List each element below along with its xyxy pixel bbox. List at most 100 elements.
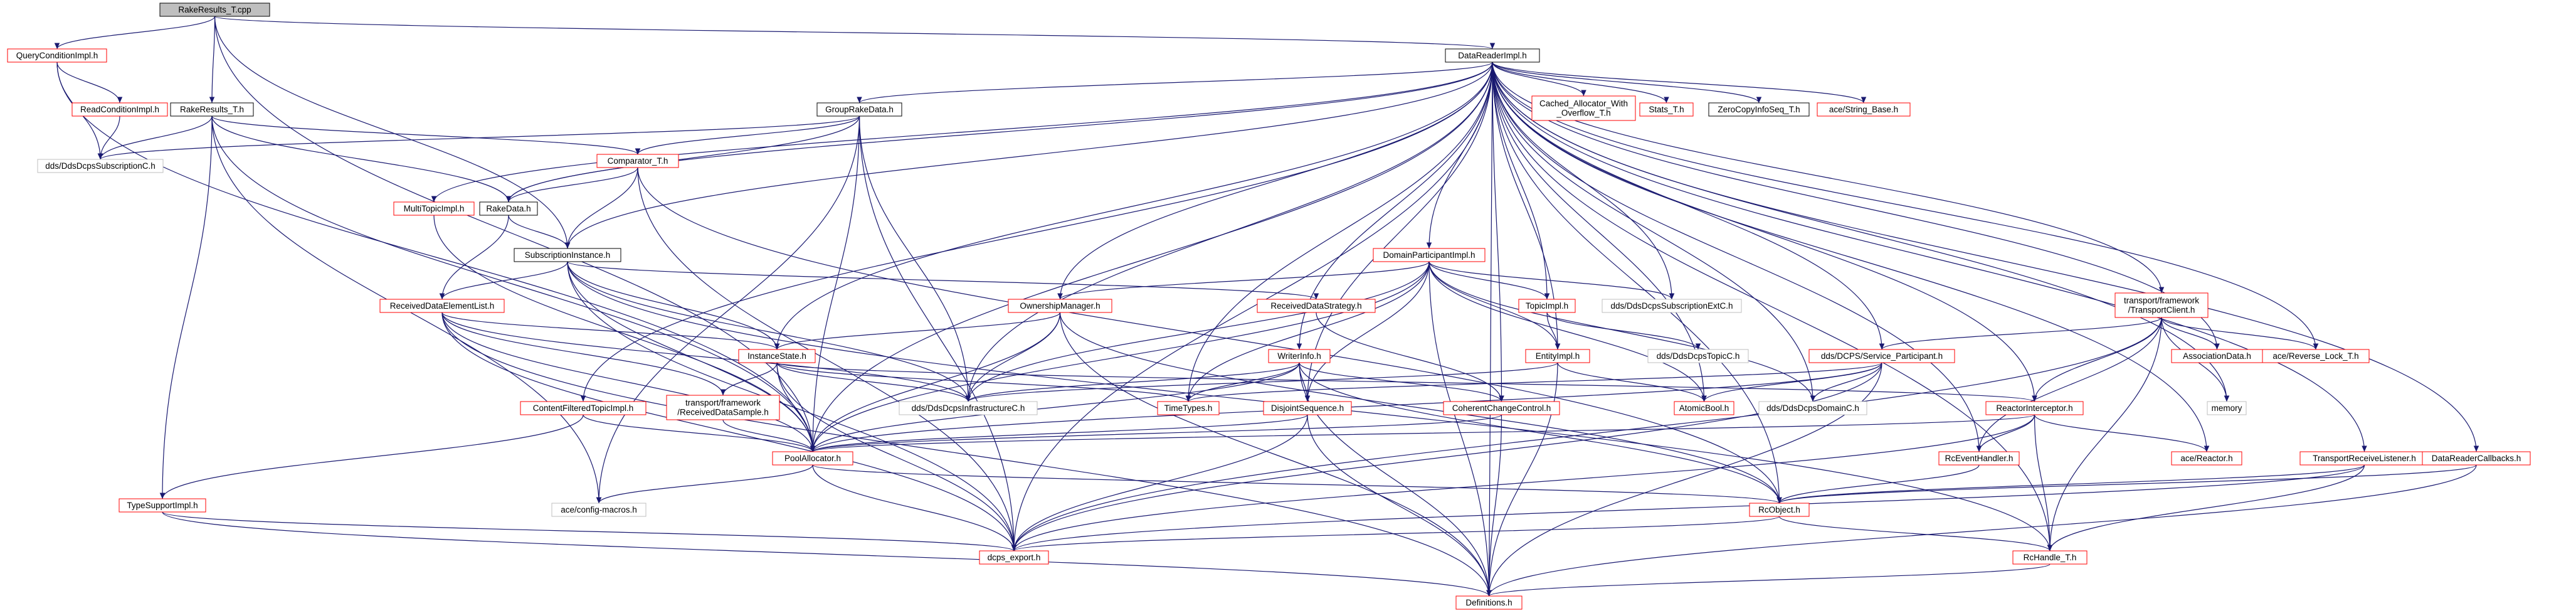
node-instance-state[interactable]: InstanceState.h bbox=[738, 349, 816, 363]
edge-ownership_manager-to-rc_object bbox=[1059, 312, 1782, 504]
node-rc-event-handler[interactable]: RcEventHandler.h bbox=[1938, 451, 2020, 466]
node-dds-infrastructure-c: dds/DdsDcpsInfrastructureC.h bbox=[899, 401, 1038, 415]
edge-group_rake_data-to-dcps_export bbox=[858, 115, 1017, 552]
node-label: _Overflow_T.h bbox=[1556, 109, 1610, 118]
node-ace-string-base[interactable]: ace/String_Base.h bbox=[1817, 102, 1911, 117]
node-label: MultiTopicImpl.h bbox=[404, 204, 465, 213]
node-time-types[interactable]: TimeTypes.h bbox=[1157, 401, 1220, 415]
node-label: WriterInfo.h bbox=[1277, 351, 1321, 361]
node-label: ReactorInterceptor.h bbox=[1996, 403, 2072, 413]
edge-received_data_element_list-to-dds_infrastructure_c bbox=[441, 312, 971, 402]
node-dcps-export[interactable]: dcps_export.h bbox=[979, 550, 1049, 565]
node-box bbox=[2114, 292, 2209, 318]
node-label: ace/Reverse_Lock_T.h bbox=[2272, 351, 2358, 361]
edge-topic_impl-to-dds_topic_c bbox=[1546, 312, 1701, 350]
node-content-filtered-topic-impl[interactable]: ContentFilteredTopicImpl.h bbox=[520, 401, 647, 415]
node-rc-object[interactable]: RcObject.h bbox=[1749, 503, 1810, 517]
edge-writer_info-to-rc_object bbox=[1299, 362, 1782, 504]
node-box bbox=[1531, 95, 1636, 121]
node-box bbox=[170, 102, 254, 117]
node-data-reader-impl[interactable]: DataReaderImpl.h bbox=[1445, 48, 1540, 63]
node-multi-topic-impl[interactable]: MultiTopicImpl.h bbox=[393, 201, 475, 216]
node-box bbox=[1808, 349, 1955, 363]
edge-reactor_interceptor-to-ace_reactor bbox=[2034, 414, 2210, 452]
node-label: dds/DCPS/Service_Participant.h bbox=[1821, 351, 1943, 361]
node-dds-domain-c: dds/DdsDcpsDomainC.h bbox=[1758, 401, 1867, 415]
edge-data_reader_impl-to-dcps_export bbox=[1011, 61, 1493, 552]
edge-rc_object-to-rc_handle bbox=[1778, 516, 2053, 552]
node-label: CoherentChangeControl.h bbox=[1452, 403, 1551, 413]
node-reactor-interceptor[interactable]: ReactorInterceptor.h bbox=[1985, 401, 2084, 415]
node-comparator[interactable]: Comparator_T.h bbox=[596, 154, 679, 168]
edge-rc_event_handler-to-rc_object bbox=[1776, 464, 1980, 504]
edge-data_reader_impl-to-rc_handle bbox=[1492, 61, 2053, 552]
node-ace-reactor[interactable]: ace/Reactor.h bbox=[2171, 451, 2242, 466]
edge-service_participant-to-dds_domain_c bbox=[1810, 362, 1882, 402]
node-box bbox=[1985, 401, 2084, 415]
node-type-support-impl[interactable]: TypeSupportImpl.h bbox=[119, 498, 206, 513]
node-received-data-element-list[interactable]: ReceivedDataElementList.h bbox=[379, 299, 505, 313]
node-box bbox=[979, 550, 1049, 565]
node-box bbox=[520, 401, 647, 415]
node-pool-allocator[interactable]: PoolAllocator.h bbox=[772, 451, 853, 466]
node-label: OwnershipManager.h bbox=[1020, 301, 1100, 311]
edge-rake_results_cpp-to-rake_results_h bbox=[209, 16, 216, 104]
edge-rake_results_h-to-pool_allocator bbox=[211, 115, 816, 452]
edge-received_data_element_list-to-instance_state bbox=[441, 312, 780, 350]
node-data-reader-callbacks[interactable]: DataReaderCallbacks.h bbox=[2422, 451, 2531, 466]
edge-transport_client-to-rc_event_handler bbox=[1976, 317, 2162, 452]
edge-domain_participant_impl-to-entity_impl bbox=[1428, 261, 1561, 350]
node-association-data[interactable]: AssociationData.h bbox=[2171, 349, 2263, 363]
node-stats-t[interactable]: Stats_T.h bbox=[1639, 102, 1694, 117]
node-label: ReadConditionImpl.h bbox=[80, 105, 159, 114]
node-label: ReceivedDataStrategy.h bbox=[1270, 301, 1361, 311]
node-label: Definitions.h bbox=[1465, 598, 1512, 607]
edge-rake_results_cpp-to-subscription_instance bbox=[214, 16, 571, 249]
node-topic-impl[interactable]: TopicImpl.h bbox=[1518, 299, 1576, 313]
node-box bbox=[71, 102, 168, 117]
node-transport-received-data-sample[interactable]: transport/framework/ReceivedDataSample.h bbox=[666, 395, 780, 420]
node-rake-results-h[interactable]: RakeResults_T.h bbox=[170, 102, 254, 117]
node-rake-data[interactable]: RakeData.h bbox=[479, 201, 538, 216]
node-entity-impl[interactable]: EntityImpl.h bbox=[1525, 349, 1590, 363]
edge-data_reader_impl-to-ace_string_base bbox=[1492, 61, 1867, 104]
edge-data_reader_impl-to-data_reader_callbacks bbox=[1492, 61, 2479, 452]
node-query-condition-impl[interactable]: QueryConditionImpl.h bbox=[7, 48, 107, 63]
edge-rake_results_h-to-dds_subscription_c bbox=[97, 115, 213, 160]
node-group-rake-data[interactable]: GroupRakeData.h bbox=[816, 102, 902, 117]
edge-pool_allocator-to-rc_object bbox=[812, 464, 1782, 504]
node-domain-participant-impl[interactable]: DomainParticipantImpl.h bbox=[1373, 248, 1486, 262]
node-box bbox=[1647, 349, 1749, 363]
edge-data_reader_impl-to-rc_object bbox=[1492, 61, 1782, 504]
node-zero-copy[interactable]: ZeroCopyInfoSeq_T.h bbox=[1708, 102, 1810, 117]
node-atomic-bool[interactable]: AtomicBool.h bbox=[1674, 401, 1734, 415]
node-writer-info[interactable]: WriterInfo.h bbox=[1268, 349, 1331, 363]
node-cached-allocator[interactable]: Cached_Allocator_With_Overflow_T.h bbox=[1531, 95, 1636, 121]
edge-group_rake_data-to-ace_config_macros bbox=[596, 115, 860, 504]
edge-reactor_interceptor-to-rc_handle bbox=[2034, 414, 2053, 552]
edge-content_filtered_topic_impl-to-type_support_impl bbox=[159, 414, 584, 499]
node-box bbox=[1525, 349, 1590, 363]
node-transport-receive-listener[interactable]: TransportReceiveListener.h bbox=[2299, 451, 2429, 466]
node-read-condition-impl[interactable]: ReadConditionImpl.h bbox=[71, 102, 168, 117]
edge-coherent_change_control-to-definitions bbox=[1486, 414, 1502, 597]
node-rc-handle[interactable]: RcHandle_T.h bbox=[2012, 550, 2088, 565]
node-transport-client[interactable]: transport/framework/TransportClient.h bbox=[2114, 292, 2209, 318]
node-definitions[interactable]: Definitions.h bbox=[1455, 595, 1523, 610]
node-box bbox=[2422, 451, 2531, 466]
edge-instance_state-to-reactor_interceptor bbox=[776, 362, 2037, 402]
node-label: RakeData.h bbox=[486, 204, 531, 213]
node-coherent-change-control[interactable]: CoherentChangeControl.h bbox=[1443, 401, 1560, 415]
node-received-data-strategy[interactable]: ReceivedDataStrategy.h bbox=[1257, 299, 1376, 313]
node-label: dds/DdsDcpsSubscriptionC.h bbox=[45, 161, 156, 171]
node-box bbox=[899, 401, 1038, 415]
edge-service_participant-to-dcps_export bbox=[1011, 362, 1882, 552]
node-service-participant[interactable]: dds/DCPS/Service_Participant.h bbox=[1808, 349, 1955, 363]
node-subscription-instance[interactable]: SubscriptionInstance.h bbox=[514, 248, 621, 262]
node-ownership-manager[interactable]: OwnershipManager.h bbox=[1008, 299, 1112, 313]
node-ace-reverse-lock[interactable]: ace/Reverse_Lock_T.h bbox=[2262, 349, 2370, 363]
node-box bbox=[1373, 248, 1486, 262]
edge-domain_participant_impl-to-ownership_manager bbox=[1057, 261, 1430, 300]
node-box bbox=[159, 3, 270, 17]
node-disjoint-sequence[interactable]: DisjointSequence.h bbox=[1263, 401, 1352, 415]
